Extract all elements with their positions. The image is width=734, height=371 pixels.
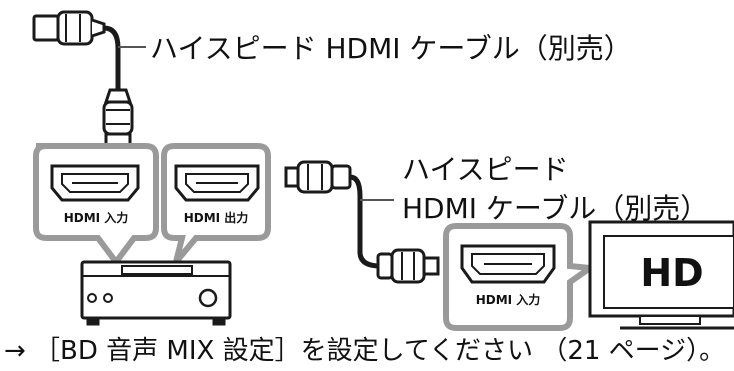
tv-screen-hd-text: HD	[640, 251, 703, 295]
amp-hdmi-out-label: HDMI 出力	[184, 210, 249, 225]
middle-cable-plug-right	[376, 248, 440, 284]
tv-hdmi-in-panel: HDMI 入力	[443, 223, 599, 331]
amp-hdmi-in-panel: HDMI 入力	[33, 143, 159, 267]
amp-hdmi-in-port-icon	[50, 164, 140, 202]
middle-cable-label-line1: ハイスピード	[402, 153, 569, 186]
amp-hdmi-out-panel: HDMI 出力	[161, 143, 271, 264]
middle-cable-plug-left	[284, 160, 352, 194]
footer-instruction: → ［BD 音声 MIX 設定］を設定してください （21 ページ）。	[4, 336, 726, 366]
amp-hdmi-out-port-icon	[174, 164, 260, 202]
television: HD	[588, 220, 734, 330]
top-hdmi-cable	[32, 10, 146, 158]
av-amplifier	[80, 260, 232, 326]
top-cable-label: ハイスピード HDMI ケーブル（別売）	[150, 32, 632, 65]
middle-hdmi-cable	[284, 160, 440, 284]
top-cable-plug-bottom	[102, 88, 134, 158]
tv-hdmi-in-label: HDMI 入力	[476, 292, 541, 307]
amp-hdmi-in-label: HDMI 入力	[64, 210, 129, 225]
middle-cable-label-line2: HDMI ケーブル（別売）	[402, 192, 709, 225]
top-cable-plug-top	[32, 10, 106, 46]
tv-hdmi-in-port-icon	[460, 244, 556, 284]
